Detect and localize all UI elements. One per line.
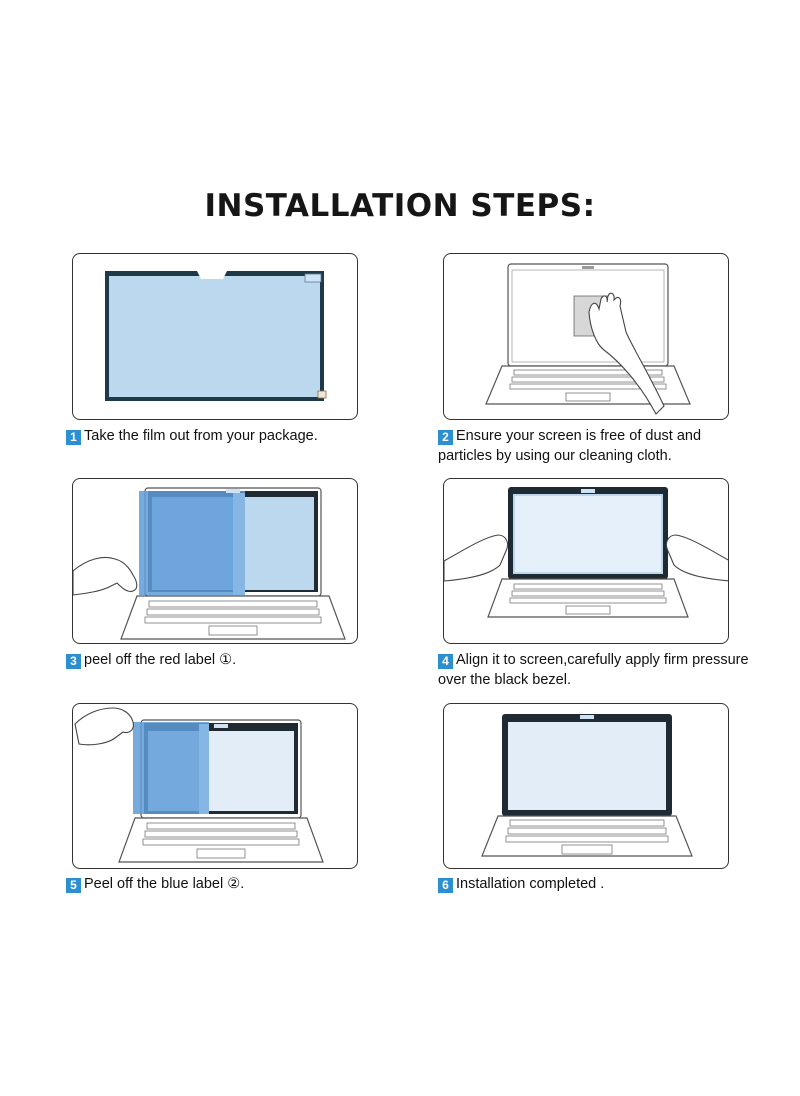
step-3-text: peel off the red label ①. <box>84 652 237 668</box>
step-number-badge: 4 <box>438 654 453 669</box>
touchpad <box>565 392 611 402</box>
step-4-text-line2: over the black bezel. <box>438 672 571 688</box>
step-5-illustration <box>72 703 358 869</box>
film-notch <box>197 271 227 279</box>
step-4-illustration <box>443 478 729 644</box>
webcam <box>582 266 594 269</box>
touchpad <box>565 605 611 615</box>
peeling-liner-fold <box>233 493 245 595</box>
touchpad <box>196 848 246 859</box>
step-1-text: Take the film out from your package. <box>84 428 318 444</box>
webcam <box>580 715 594 719</box>
touchpad <box>208 625 258 636</box>
hand-icon <box>73 556 138 596</box>
privacy-film <box>109 276 320 397</box>
peeling-liner-fold <box>199 724 209 814</box>
step-5-text: Peel off the blue label ②. <box>84 876 245 892</box>
step-1-illustration <box>72 253 358 420</box>
laptop-base <box>120 595 346 640</box>
step-6-illustration <box>443 703 729 869</box>
laptop-base <box>118 817 324 863</box>
peeling-liner <box>133 722 209 814</box>
page-title: INSTALLATION STEPS: <box>204 188 596 224</box>
keyboard <box>505 819 669 843</box>
step-number-badge: 5 <box>66 878 81 893</box>
keyboard <box>144 600 322 624</box>
right-hand-icon <box>665 534 728 582</box>
keyboard <box>509 369 667 390</box>
hand-icon <box>74 707 134 746</box>
webcam <box>214 724 228 728</box>
webcam <box>226 489 240 493</box>
step-number-badge: 1 <box>66 430 81 445</box>
step-2-illustration <box>443 253 729 420</box>
step-number-badge: 2 <box>438 430 453 445</box>
step-6-text: Installation completed . <box>456 876 605 892</box>
left-hand-icon <box>444 534 509 582</box>
privacy-film <box>508 722 666 810</box>
privacy-film <box>513 494 663 574</box>
step-number-badge: 3 <box>66 654 81 669</box>
step-2-text-line2: particles by using our cleaning cloth. <box>438 448 672 464</box>
label-tab-1 <box>304 273 322 283</box>
hand-icon <box>588 292 665 415</box>
step-2-text-line1: Ensure your screen is free of dust and <box>456 428 702 444</box>
keyboard <box>509 583 667 604</box>
peeling-liner <box>139 491 245 595</box>
step-4-text-line1: Align it to screen,carefully apply firm … <box>456 652 749 668</box>
step-3-illustration <box>72 478 358 644</box>
webcam <box>581 489 595 493</box>
touchpad <box>561 844 613 855</box>
step-number-badge: 6 <box>438 878 453 893</box>
keyboard <box>142 822 300 846</box>
label-tab-2 <box>317 390 327 399</box>
